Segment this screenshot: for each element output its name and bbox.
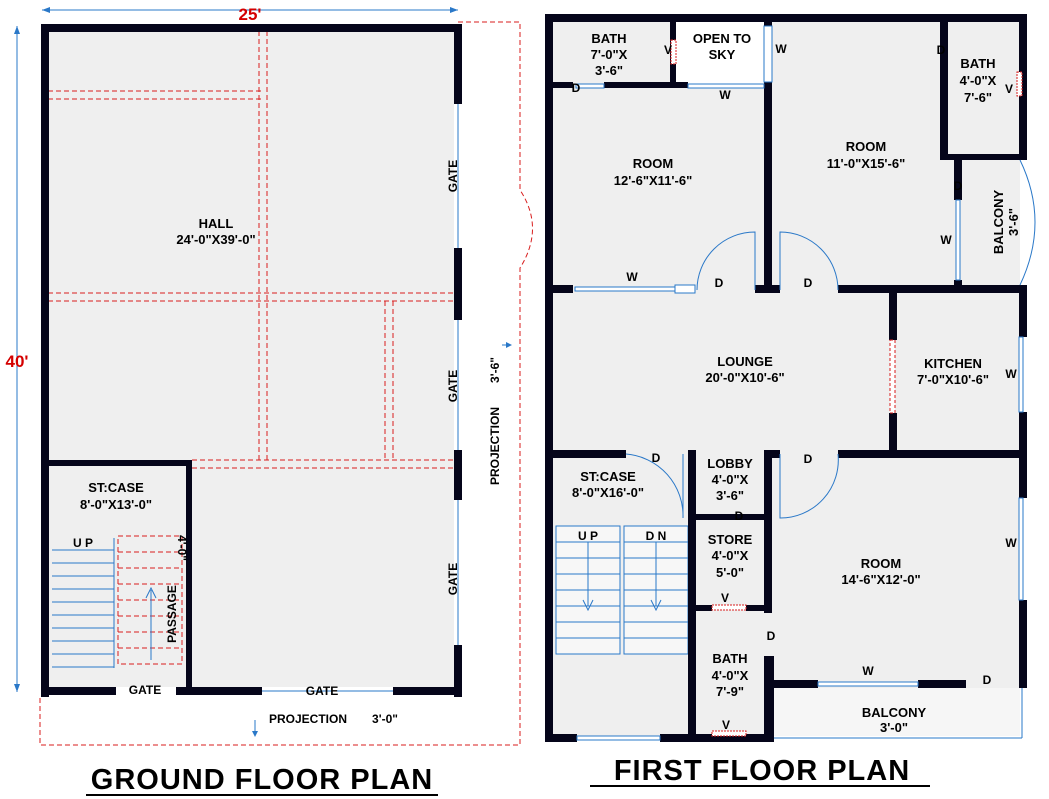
room1-name: ROOM (633, 156, 673, 171)
room1-size: 12'-6"X11'-6" (614, 173, 693, 188)
side-projection-label: PROJECTION (488, 407, 502, 485)
door-marker: D (804, 452, 813, 466)
ground-height-dimension: 40' (6, 352, 29, 371)
ground-stcase-size: 8'-0"X13'-0" (80, 497, 152, 512)
door-marker: D (572, 81, 581, 95)
gate-label-2: GATE (446, 370, 460, 402)
window-marker: W (940, 233, 952, 247)
open-sky-line2: SKY (709, 47, 736, 62)
room3-size: 14'-6"X12'-0" (841, 572, 920, 587)
balcony-bottom-name: BALCONY (862, 705, 927, 720)
bottom-projection-label: PROJECTION (269, 712, 347, 726)
first-stair-down: D N (646, 529, 667, 543)
door-marker: D (652, 451, 661, 465)
open-sky-line1: OPEN TO (693, 31, 751, 46)
balcony-side-name: BALCONY (991, 190, 1006, 255)
door-marker: D (767, 629, 776, 643)
first-floor-title: FIRST FLOOR PLAN (614, 755, 910, 787)
lobby-name: LOBBY (707, 456, 753, 471)
hall-size: 24'-0"X39'-0" (176, 232, 255, 247)
room2-size: 11'-0"X15'-6" (827, 156, 906, 171)
balcony-bottom-size: 3'-0" (880, 720, 908, 735)
side-projection-size: 3'-6" (488, 357, 502, 383)
bottom-projection-size: 3'-0" (372, 712, 398, 726)
first-ventilators (670, 39, 1023, 737)
bath3-name: BATH (712, 651, 747, 666)
store-size1: 4'-0"X (712, 548, 749, 563)
first-stair (555, 525, 689, 655)
ventilator-marker: V (721, 591, 729, 605)
window-marker: W (626, 270, 638, 284)
first-markers: D D D D D D D D D D W W W W W W W V V V … (572, 42, 1018, 732)
lobby-size2: 3'-6" (716, 488, 744, 503)
kitchen-name: KITCHEN (924, 356, 982, 371)
window-marker: W (775, 42, 787, 56)
door-marker: D (715, 276, 724, 290)
window-marker: W (719, 88, 731, 102)
bath3-size1: 4'-0"X (712, 668, 749, 683)
lobby-size1: 4'-0"X (712, 472, 749, 487)
store-size2: 5'-0" (716, 565, 744, 580)
door-marker: D (804, 276, 813, 290)
bath1-size1: 7'-0"X (591, 47, 628, 62)
door-marker: D (954, 179, 963, 193)
bath2-name: BATH (960, 56, 995, 71)
ventilator-marker: V (664, 43, 672, 57)
first-stcase-name: ST:CASE (580, 469, 636, 484)
passage-label: PASSAGE (165, 585, 179, 643)
hall-beam-lines (48, 31, 454, 469)
gate-label-5: GATE (306, 684, 338, 698)
first-stcase-size: 8'-0"X16'-0" (572, 485, 644, 500)
hall-name: HALL (199, 216, 234, 231)
ground-width-dimension: 25' (239, 5, 262, 24)
gate-label-4: GATE (129, 683, 161, 697)
lounge-size: 20'-0"X10'-6" (705, 370, 784, 385)
first-walls (545, 14, 1027, 742)
ground-floor-plan: 25' 40' (6, 5, 533, 796)
ground-stair (52, 535, 183, 668)
ground-walls (41, 24, 462, 697)
door-marker: D (983, 673, 992, 687)
ventilator-marker: V (1005, 82, 1013, 96)
window-marker: W (1005, 536, 1017, 550)
balcony-side-size: 3'-6" (1006, 208, 1021, 236)
store-name: STORE (708, 532, 753, 547)
bath1-name: BATH (591, 31, 626, 46)
bath3-size2: 7'-9" (716, 684, 744, 699)
first-floor-plan: BATH 7'-0"X 3'-6" OPEN TO SKY BATH 4'-0"… (545, 14, 1036, 787)
ground-stcase-name: ST:CASE (88, 480, 144, 495)
gate-label-1: GATE (446, 160, 460, 192)
bath1-size2: 3'-6" (595, 63, 623, 78)
first-stair-up: U P (578, 529, 598, 543)
ground-stair-up: U P (73, 536, 93, 550)
room3-name: ROOM (861, 556, 901, 571)
ventilator-marker: V (722, 718, 730, 732)
lounge-name: LOUNGE (717, 354, 773, 369)
first-windows (574, 25, 1036, 741)
window-marker: W (1005, 367, 1017, 381)
door-marker: D (937, 43, 946, 57)
gate-label-3: GATE (446, 563, 460, 595)
bath2-size2: 7'-6" (964, 90, 992, 105)
passage-width: 4'-0" (175, 535, 189, 561)
room2-name: ROOM (846, 139, 886, 154)
projection-outline (39, 21, 533, 746)
door-marker: D (735, 509, 744, 523)
window-marker: W (862, 664, 874, 678)
first-door-swings (625, 231, 839, 519)
bath2-size1: 4'-0"X (960, 73, 997, 88)
ground-floor-title: GROUND FLOOR PLAN (91, 764, 433, 796)
kitchen-size: 7'-0"X10'-6" (917, 372, 989, 387)
